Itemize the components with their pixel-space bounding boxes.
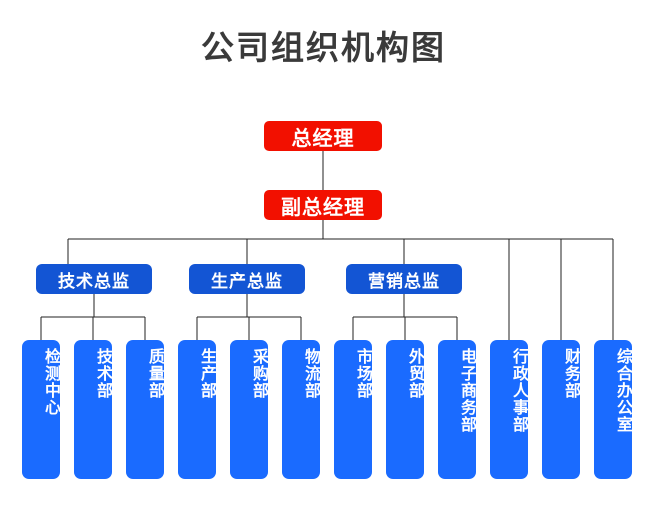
node-general-manager[interactable]: 总经理	[264, 121, 382, 151]
node-admin-hr-dept[interactable]: 行政人事部	[490, 340, 529, 479]
node-label: 营销总监	[368, 271, 440, 292]
node-label: 生产部	[198, 348, 217, 399]
node-foreign-trade-dept[interactable]: 外贸部	[386, 340, 425, 479]
node-marketing-director[interactable]: 营销总监	[346, 264, 462, 294]
node-general-office[interactable]: 综合办公室	[594, 340, 633, 479]
node-testing-center[interactable]: 检测中心	[22, 340, 61, 479]
node-label: 财务部	[562, 348, 581, 399]
node-label: 物流部	[302, 348, 321, 399]
node-label: 电子商务部	[458, 348, 477, 433]
node-label: 质量部	[146, 348, 165, 399]
node-label: 外贸部	[406, 348, 425, 399]
node-label: 市场部	[354, 348, 373, 399]
node-label: 行政人事部	[510, 348, 529, 433]
node-production-director[interactable]: 生产总监	[189, 264, 305, 294]
node-label: 采购部	[250, 348, 269, 399]
node-label: 技术部	[94, 348, 113, 399]
node-logistics-dept[interactable]: 物流部	[282, 340, 321, 479]
page-title: 公司组织机构图	[201, 28, 446, 67]
node-technical-director[interactable]: 技术总监	[36, 264, 152, 294]
node-label: 副总经理	[281, 194, 365, 219]
node-label: 综合办公室	[614, 348, 633, 433]
node-label: 技术总监	[58, 271, 130, 292]
node-deputy-general-manager[interactable]: 副总经理	[264, 190, 382, 220]
node-label: 生产总监	[211, 271, 283, 292]
node-market-dept[interactable]: 市场部	[334, 340, 373, 479]
node-ecommerce-dept[interactable]: 电子商务部	[438, 340, 477, 479]
node-label: 检测中心	[42, 348, 61, 416]
node-label: 总经理	[291, 125, 355, 150]
node-procurement-dept[interactable]: 采购部	[230, 340, 269, 479]
node-quality-dept[interactable]: 质量部	[126, 340, 165, 479]
node-finance-dept[interactable]: 财务部	[542, 340, 581, 479]
node-production-dept[interactable]: 生产部	[178, 340, 217, 479]
node-technology-dept[interactable]: 技术部	[74, 340, 113, 479]
